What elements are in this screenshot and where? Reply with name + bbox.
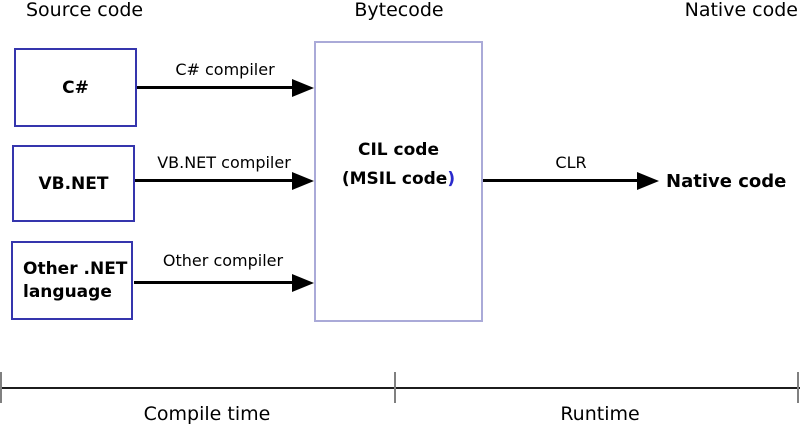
node-csharp-label: C# (62, 77, 89, 98)
node-csharp: C# (14, 48, 137, 127)
timeline-tick-middle (394, 372, 396, 403)
node-cil-line2: (MSIL code) (314, 169, 483, 189)
arrow-shaft-csharp (137, 86, 294, 89)
timeline-tick-right (797, 372, 799, 403)
timeline-tick-left (0, 372, 2, 403)
timeline-label-compile-time: Compile time (143, 403, 271, 425)
node-other-line2: language (23, 281, 112, 302)
arrow-head-other (292, 274, 314, 292)
arrow-label-clr: CLR (555, 153, 587, 172)
arrow-head-csharp (292, 79, 314, 97)
header-source-code: Source code (26, 0, 144, 21)
arrow-label-csharp-compiler: C# compiler (175, 60, 275, 79)
arrow-label-other-compiler: Other compiler (162, 251, 284, 270)
arrow-shaft-vbnet (135, 179, 294, 182)
arrow-head-vbnet (292, 172, 314, 190)
node-other-dotnet: Other .NET language (11, 241, 133, 320)
timeline-label-runtime: Runtime (560, 403, 640, 425)
node-native-code-label: Native code (666, 171, 787, 192)
node-other-dotnet-label: Other .NET language (23, 258, 127, 304)
arrow-label-vbnet-compiler: VB.NET compiler (157, 153, 291, 172)
arrow-shaft-other (134, 281, 294, 284)
node-cil (314, 41, 483, 322)
node-cil-line2-paren: ) (447, 169, 456, 189)
node-other-line1: Other .NET (23, 258, 128, 279)
arrow-shaft-clr (483, 179, 639, 182)
node-cil-line2-text: (MSIL code (341, 169, 448, 189)
node-vbnet-label: VB.NET (38, 173, 109, 194)
header-bytecode: Bytecode (354, 0, 444, 21)
timeline-ruler (0, 387, 800, 389)
arrow-head-clr (637, 172, 659, 190)
header-native-code: Native code (684, 0, 798, 21)
node-vbnet: VB.NET (12, 145, 135, 222)
node-cil-line1: CIL code (357, 140, 439, 160)
